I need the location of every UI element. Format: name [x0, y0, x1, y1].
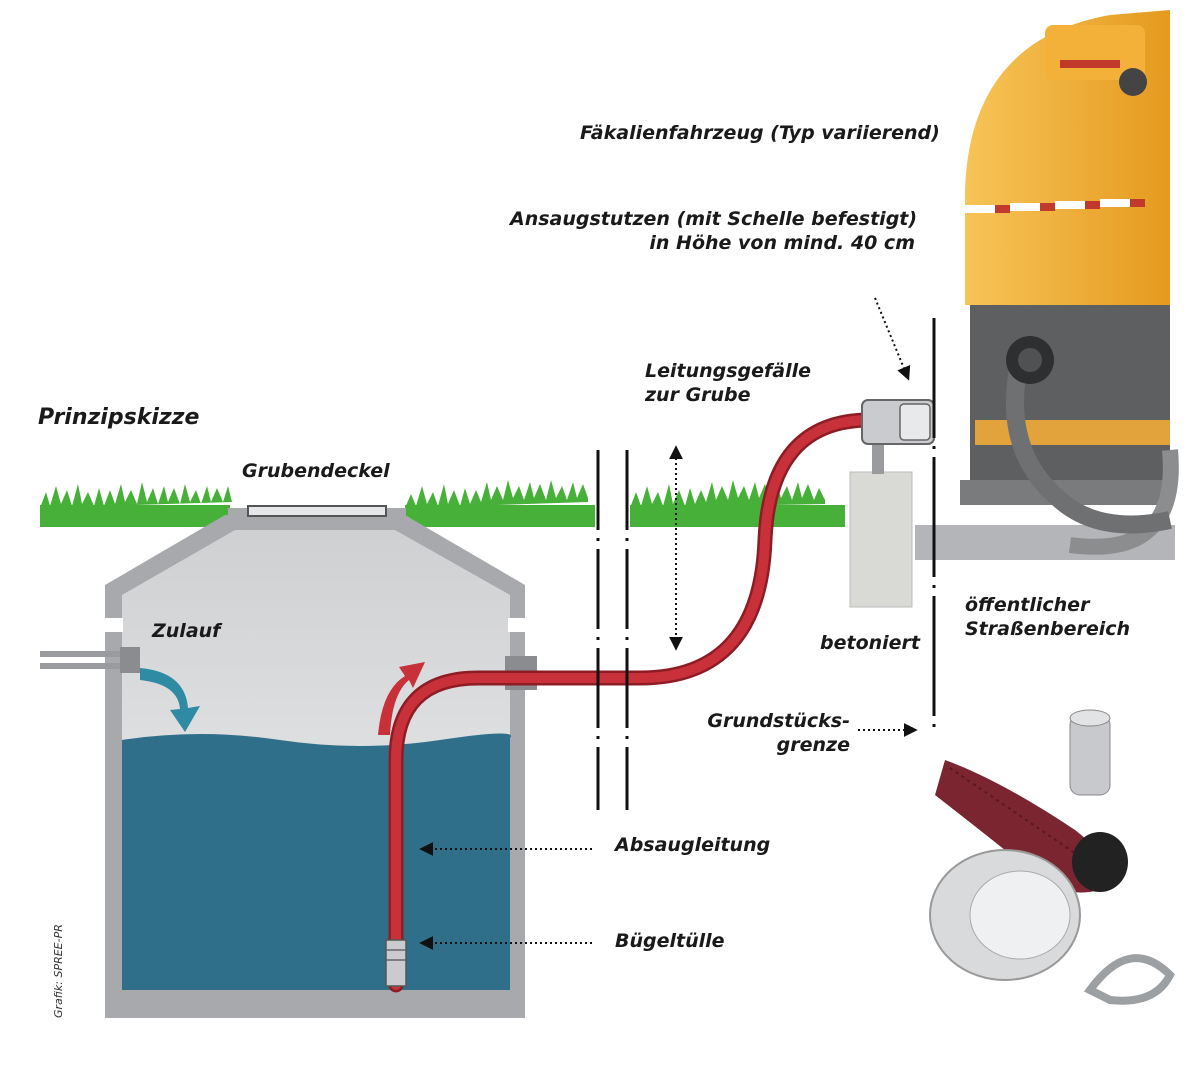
- label-ansaugstutzen-line1: Ansaugstutzen (mit Schelle befestigt): [510, 208, 918, 230]
- hose-fittings-photo: [929, 709, 1175, 1005]
- suction-arrow: [378, 662, 425, 735]
- label-absaugleitung: Absaugleitung: [615, 834, 771, 856]
- label-vehicle: Fäkalienfahrzeug (Typ variierend): [580, 122, 940, 144]
- label-gefaelle-line1: Leitungsgefälle: [645, 360, 812, 382]
- label-betoniert: betoniert: [820, 632, 921, 654]
- concrete-post: [849, 399, 935, 608]
- label-property-boundary-line1: Grundstücks-: [707, 710, 850, 732]
- pointer-arrows: [419, 297, 918, 950]
- tank-lid: [247, 505, 387, 517]
- cut-lines: [596, 450, 629, 810]
- hose-nozzle: [385, 939, 407, 987]
- grass-strip: [40, 480, 845, 527]
- label-property-boundary-line2: grenze: [776, 733, 850, 756]
- diagram-title: Prinzipskizze: [38, 405, 200, 430]
- label-ansaugstutzen-line2: in Höhe von mind. 40 cm: [649, 231, 915, 254]
- label-property-boundary: Grundstücks- grenze: [700, 710, 850, 758]
- label-buegeltuelle: Bügeltülle: [615, 930, 725, 952]
- label-grubendeckel: Grubendeckel: [242, 460, 390, 482]
- label-gefaelle: Leitungsgefälle zur Grube: [645, 360, 811, 408]
- inflow-arrow: [140, 668, 200, 732]
- inlet-pipe: [40, 647, 140, 673]
- wastewater: [122, 733, 512, 990]
- label-gefaelle-line2: zur Grube: [645, 383, 751, 406]
- label-public-area: öffentlicher Straßenbereich: [965, 594, 1130, 642]
- label-zulauf: Zulauf: [152, 620, 221, 642]
- label-public-area-line1: öffentlicher: [965, 594, 1090, 616]
- label-ansaugstutzen: Ansaugstutzen (mit Schelle befestigt) in…: [510, 208, 918, 256]
- graphic-credit: Grafik: SPREE-PR: [52, 924, 65, 1018]
- septic-tank: [105, 505, 526, 1018]
- truck-illustration: [960, 10, 1179, 555]
- label-public-area-line2: Straßenbereich: [965, 617, 1131, 640]
